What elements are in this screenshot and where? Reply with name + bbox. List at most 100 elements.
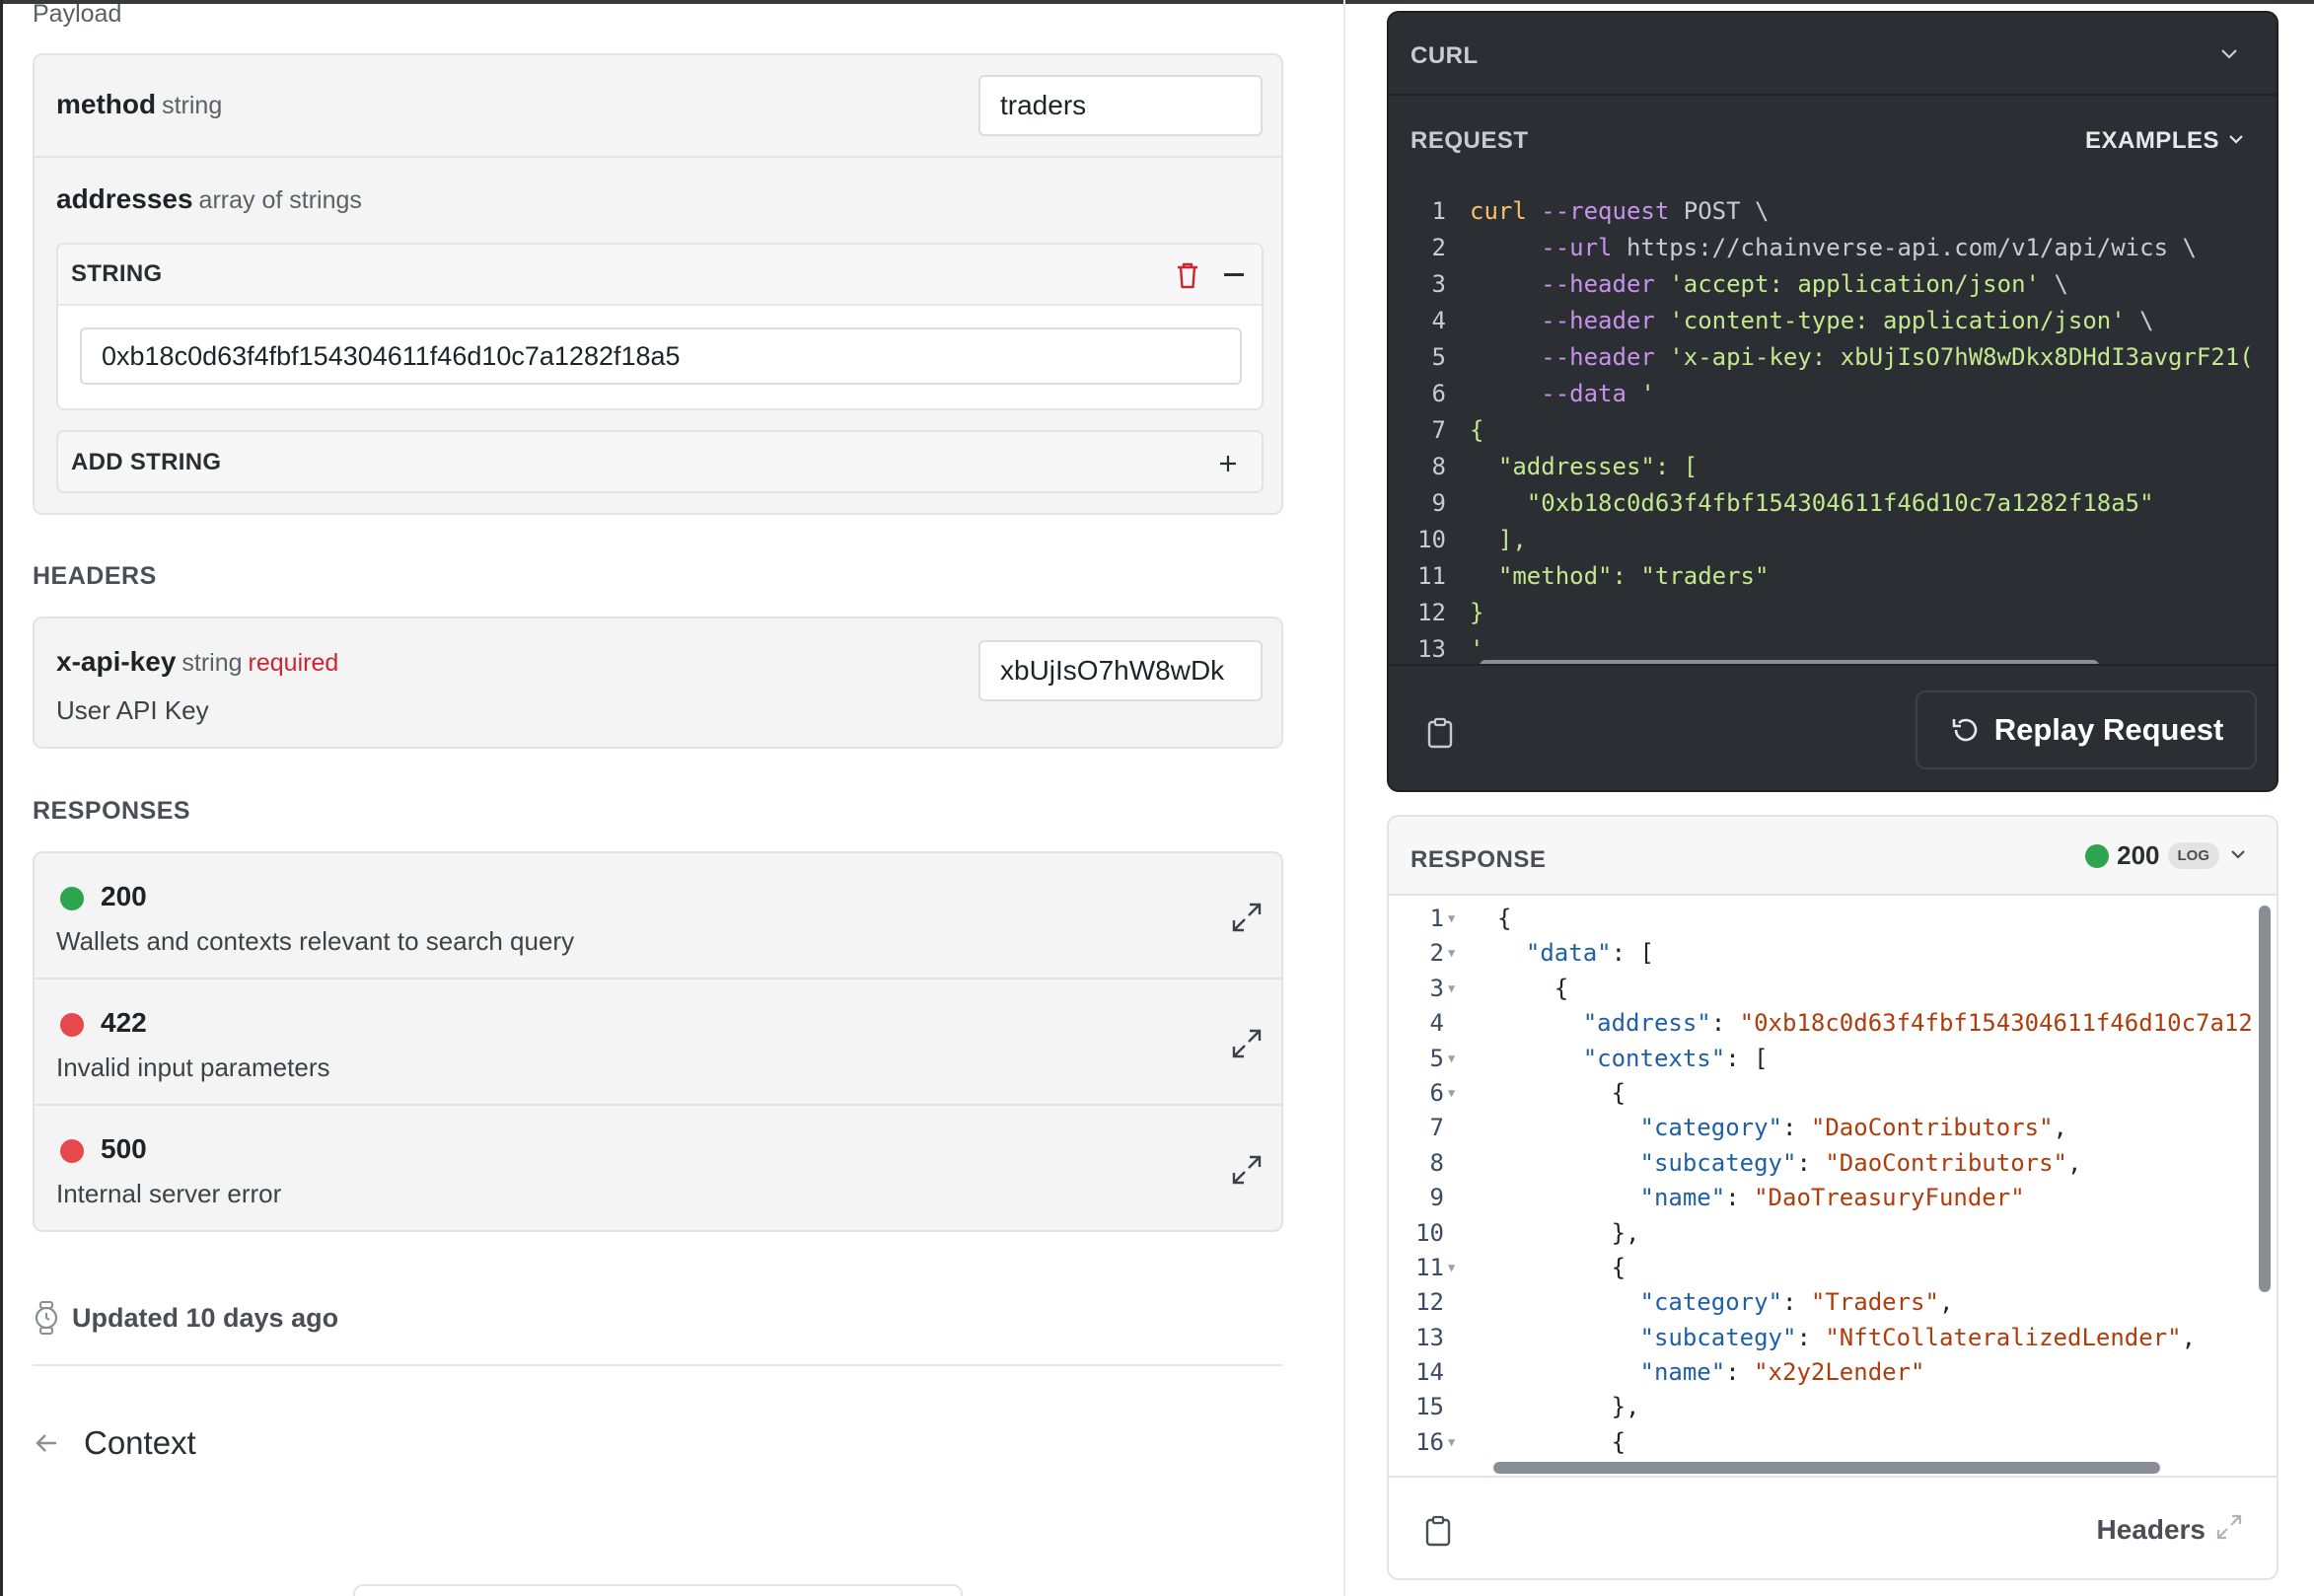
trash-icon[interactable]: [1175, 260, 1200, 290]
status-dot: [60, 887, 84, 910]
address-input[interactable]: 0xb18c0d63f4fbf154304611f46d10c7a1282f18…: [80, 327, 1242, 385]
expand-icon[interactable]: [1230, 1153, 1264, 1187]
status-dot: [60, 1013, 84, 1037]
replay-request-button[interactable]: Replay Request: [1916, 690, 2257, 769]
window-top-border: [0, 0, 2314, 4]
api-key-field-name: x-api-key: [56, 646, 177, 677]
chevron-down-icon: [2219, 46, 2239, 65]
response-code-line: 7 "category": "DaoContributors",: [1389, 1111, 2257, 1145]
fold-toggle-icon[interactable]: ▼: [1448, 911, 1456, 925]
request-code-line: 11 "method": "traders": [1410, 558, 2277, 595]
request-code-line: 13': [1410, 631, 2277, 664]
api-key-input[interactable]: xbUjIsO7hW8wDk: [978, 640, 1263, 701]
horizontal-scrollbar[interactable]: [1493, 1462, 2160, 1474]
line-number: 16: [1415, 1427, 1444, 1456]
response-code-line: 4 "address": "0xb18c0d63f4fbf154304611f4…: [1389, 1006, 2257, 1041]
response-description: Wallets and contexts relevant to search …: [56, 926, 575, 956]
line-number: 8: [1429, 1148, 1444, 1177]
footer-divider: [33, 1364, 1283, 1366]
arrow-left-icon: [33, 1429, 60, 1457]
responses-panel: 200 Wallets and contexts relevant to sea…: [33, 851, 1283, 1232]
vertical-scrollbar[interactable]: [2259, 906, 2271, 1292]
clipboard-icon[interactable]: [1426, 717, 1454, 754]
response-title: RESPONSE: [1410, 846, 1547, 873]
line-number: 4: [1429, 1009, 1444, 1038]
response-code-line: 16▼ {: [1389, 1425, 2257, 1460]
fold-toggle-icon[interactable]: ▼: [1448, 1085, 1456, 1100]
line-number: 13: [1417, 635, 1446, 663]
watch-icon: [33, 1300, 60, 1336]
request-code-line: 6 --data ': [1410, 376, 2277, 412]
line-number: 7: [1431, 416, 1446, 444]
payload-panel: method string traders addresses array of…: [33, 53, 1283, 515]
line-number: 1: [1431, 197, 1446, 225]
horizontal-scrollbar[interactable]: [1480, 660, 2099, 664]
line-number: 3: [1431, 270, 1446, 298]
replay-icon: [1949, 713, 1983, 747]
response-code-line: 13 "subcategy": "NftCollateralizedLender…: [1389, 1321, 2257, 1355]
expand-icon: [2215, 1513, 2243, 1546]
prev-page-link[interactable]: Context: [33, 1424, 196, 1462]
fold-toggle-icon[interactable]: ▼: [1448, 1051, 1456, 1065]
addresses-field-name: addresses: [56, 183, 193, 214]
line-number: 6: [1431, 380, 1446, 407]
minus-icon[interactable]: [1224, 273, 1244, 276]
method-input[interactable]: traders: [978, 75, 1263, 136]
request-label: REQUEST: [1410, 127, 1529, 154]
response-row-200[interactable]: 200 Wallets and contexts relevant to sea…: [35, 853, 1281, 979]
line-number: 9: [1431, 489, 1446, 517]
examples-label: EXAMPLES: [2084, 127, 2219, 154]
clipboard-icon[interactable]: [1424, 1515, 1452, 1552]
line-number: 11: [1415, 1253, 1444, 1281]
method-field-type: string: [162, 92, 223, 119]
line-number: 10: [1417, 526, 1446, 553]
fold-toggle-icon[interactable]: ▼: [1448, 1434, 1456, 1449]
fold-toggle-icon[interactable]: ▼: [1448, 946, 1456, 961]
response-code-line: 6▼ {: [1389, 1076, 2257, 1111]
fold-toggle-icon[interactable]: ▼: [1448, 980, 1456, 995]
response-headers-button[interactable]: Headers: [2096, 1513, 2243, 1546]
response-code: 422: [101, 1007, 147, 1038]
response-code-line: 10 },: [1389, 1216, 2257, 1251]
expand-icon[interactable]: [1230, 901, 1264, 934]
method-field: method string traders: [35, 55, 1281, 158]
response-code-line: 1▼{: [1389, 902, 2257, 936]
line-number: 3: [1429, 974, 1444, 1002]
line-number: 14: [1415, 1358, 1444, 1387]
line-number: 12: [1415, 1288, 1444, 1317]
response-status-selector[interactable]: 200 LOG: [2085, 840, 2247, 871]
window-left-border: [0, 0, 3, 1596]
response-panel: RESPONSE 200 LOG 1▼{2▼ "data": [3▼ {4 "a…: [1387, 815, 2278, 1580]
line-number: 11: [1417, 562, 1446, 590]
status-dot: [60, 1139, 84, 1163]
add-string-button[interactable]: ADD STRING: [56, 430, 1264, 493]
response-header: RESPONSE 200 LOG: [1389, 817, 2277, 896]
line-number: 2: [1429, 939, 1444, 968]
request-code-line: 7{: [1410, 412, 2277, 449]
line-number: 8: [1431, 453, 1446, 480]
headers-section-title: HEADERS: [33, 562, 157, 590]
curl-header[interactable]: CURL: [1389, 13, 2277, 96]
line-number: 1: [1429, 905, 1444, 932]
examples-dropdown[interactable]: EXAMPLES: [2085, 127, 2245, 155]
line-number: 5: [1431, 343, 1446, 371]
response-status-code: 200: [2117, 840, 2160, 870]
request-code-line: 5 --header 'x-api-key: xbUjIsO7hW8wDkx8D…: [1410, 339, 2277, 376]
line-number: 13: [1415, 1323, 1444, 1351]
chevron-down-icon: [2229, 847, 2247, 865]
replay-request-label: Replay Request: [1993, 712, 2224, 747]
line-number: 15: [1415, 1393, 1444, 1421]
fold-toggle-icon[interactable]: ▼: [1448, 1260, 1456, 1274]
headers-panel: x-api-key string required User API Key x…: [33, 617, 1283, 749]
prev-page-label: Context: [84, 1424, 196, 1461]
bottom-card-edge: [353, 1584, 963, 1596]
response-code-line: 5▼ "contexts": [: [1389, 1042, 2257, 1076]
response-code-line: 3▼ {: [1389, 972, 2257, 1006]
response-row-500[interactable]: 500 Internal server error: [35, 1106, 1281, 1230]
response-description: Internal server error: [56, 1179, 282, 1208]
updated-text: Updated 10 days ago: [72, 1302, 339, 1333]
response-row-422[interactable]: 422 Invalid input parameters: [35, 979, 1281, 1106]
expand-icon[interactable]: [1230, 1027, 1264, 1060]
